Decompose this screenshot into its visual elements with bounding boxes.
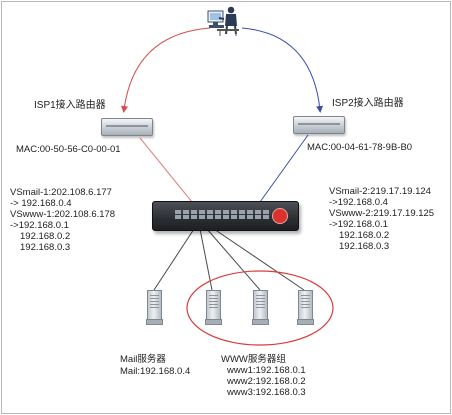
isp1-mapping-line: ->192.168.0.1 — [10, 220, 69, 231]
switch-to-mail-link — [153, 228, 195, 291]
www-member: www1:192.168.0.1 — [227, 365, 306, 376]
www-member: www3:192.168.0.3 — [227, 387, 306, 398]
core-switch-icon — [152, 201, 299, 231]
switch-to-www3-link — [213, 228, 305, 291]
isp2-router-mac: MAC:00-04-61-78-9B-B0 — [307, 142, 413, 153]
www-group-block: WWW服务器组 www1:192.168.0.1 www2:192.168.0.… — [221, 354, 306, 398]
isp2-mapping-line: ->192.168.0.4 — [329, 197, 388, 208]
isp2-mapping-line: VSmail-2:219.17.19.124 — [329, 186, 431, 197]
isp1-mapping-line: 192.168.0.2 — [20, 231, 71, 242]
isp2-curve-link — [241, 27, 324, 113]
isp2-mapping-line: ->192.168.0.1 — [329, 219, 388, 230]
isp1-mapping-line: 192.168.0.3 — [20, 242, 71, 253]
www-group-label: WWW服务器组 — [221, 354, 286, 365]
isp1-mapping-line: VSmail-1:202.108.6.177 — [10, 187, 112, 198]
isp2-router-label: ISP2接入路由器 — [332, 98, 404, 109]
www2-server-icon — [252, 290, 269, 325]
mail-server-label: Mail服务器 — [120, 354, 166, 365]
isp1-curve-link — [121, 27, 211, 113]
switch-to-www1-link — [199, 228, 213, 291]
switch-to-www2-link — [206, 228, 261, 291]
isp2-to-switch-link — [259, 134, 309, 203]
isp1-router-label: ISP1接入路由器 — [34, 100, 106, 111]
mail-server-icon — [146, 290, 163, 325]
switch-logo-icon — [272, 208, 288, 224]
isp2-mapping-line: 192.168.0.3 — [339, 241, 390, 252]
mail-server-address: Mail:192.168.0.4 — [120, 366, 191, 377]
isp1-mapping-line: -> 192.168.0.4 — [10, 198, 72, 209]
isp1-to-switch-link — [139, 137, 193, 203]
isp2-mapping-line: 192.168.0.2 — [339, 230, 390, 241]
isp1-router-mac: MAC:00-50-56-C0-00-01 — [16, 144, 121, 155]
isp1-mapping-line: VSwww-1:202.108.6.178 — [10, 209, 116, 220]
client-computer-icon — [207, 6, 239, 36]
www3-server-icon — [297, 290, 314, 325]
isp2-router-icon — [293, 116, 345, 134]
isp1-router-icon — [101, 118, 153, 136]
www-member: www2:192.168.0.2 — [227, 376, 306, 387]
isp1-mapping-block: VSmail-1:202.108.6.177 -> 192.168.0.4 VS… — [10, 187, 115, 253]
isp2-mapping-block: VSmail-2:219.17.19.124 ->192.168.0.4 VSw… — [329, 186, 434, 252]
www1-server-icon — [205, 290, 222, 325]
isp2-mapping-line: VSwww-2:219.17.19.125 — [329, 208, 435, 219]
www-server-group-ring — [186, 270, 334, 346]
